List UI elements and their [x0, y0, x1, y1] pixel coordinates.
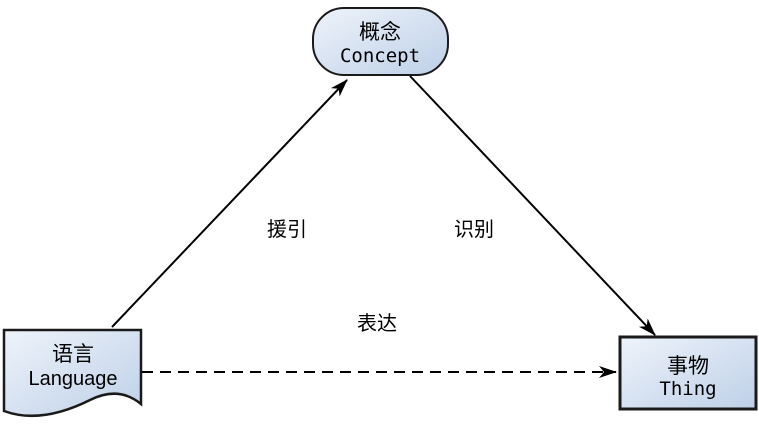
cite-arrow	[111, 79, 348, 328]
concept-node-label-en: Concept	[340, 45, 420, 67]
thing-node-label-zh: 事物	[667, 354, 709, 378]
concept-node: 概念 Concept	[312, 7, 449, 76]
language-node-label-zh: 语言	[52, 342, 94, 366]
thing-node: 事物 Thing	[618, 335, 758, 411]
concept-node-label-zh: 概念	[359, 20, 401, 44]
identify-arrow	[409, 75, 656, 336]
identify-arrow-label: 识别	[454, 217, 494, 241]
thing-node-shape	[618, 335, 758, 411]
language-node-shape	[2, 328, 143, 417]
concept-node-shape	[312, 7, 449, 76]
language-node: 语言 Language	[2, 328, 143, 417]
thing-node-label-en: Thing	[659, 378, 716, 400]
cite-arrow-label: 援引	[267, 217, 307, 241]
express-arrow-label: 表达	[357, 311, 397, 335]
language-node-label-en: Language	[29, 368, 118, 390]
